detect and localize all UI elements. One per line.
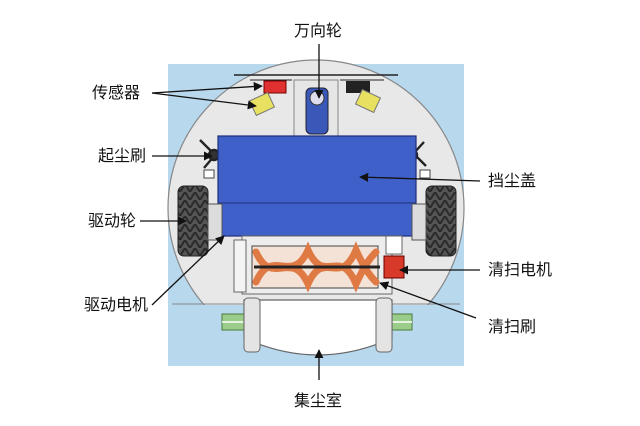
leader-drive-motor: [151, 235, 225, 306]
sensor-right: [354, 88, 382, 114]
label-main-brush: 清扫刷: [488, 317, 537, 336]
leader-main-brush: [379, 281, 477, 319]
label-brush-motor: 清扫电机: [488, 260, 553, 279]
label-side-brush: 起尘刷: [98, 146, 147, 165]
sensor-red-left: [263, 80, 287, 94]
label-caster: 万向轮: [294, 21, 343, 40]
label-dust-cover: 挡尘盖: [488, 171, 537, 190]
label-sensor: 传感器: [92, 83, 141, 102]
label-drive-motor: 驱动电机: [84, 295, 149, 314]
label-dust-bin: 集尘室: [294, 391, 343, 410]
brush-motor: [383, 255, 405, 279]
label-drive-wheel: 驱动轮: [88, 211, 137, 230]
dust-bin: [243, 299, 393, 356]
leader-dust-cover: [359, 172, 481, 182]
leader-sensor-2: [151, 92, 257, 110]
drive-wheel-right: [425, 185, 457, 257]
leader-sensor-1: [151, 81, 263, 94]
dust-cover: [217, 135, 417, 237]
